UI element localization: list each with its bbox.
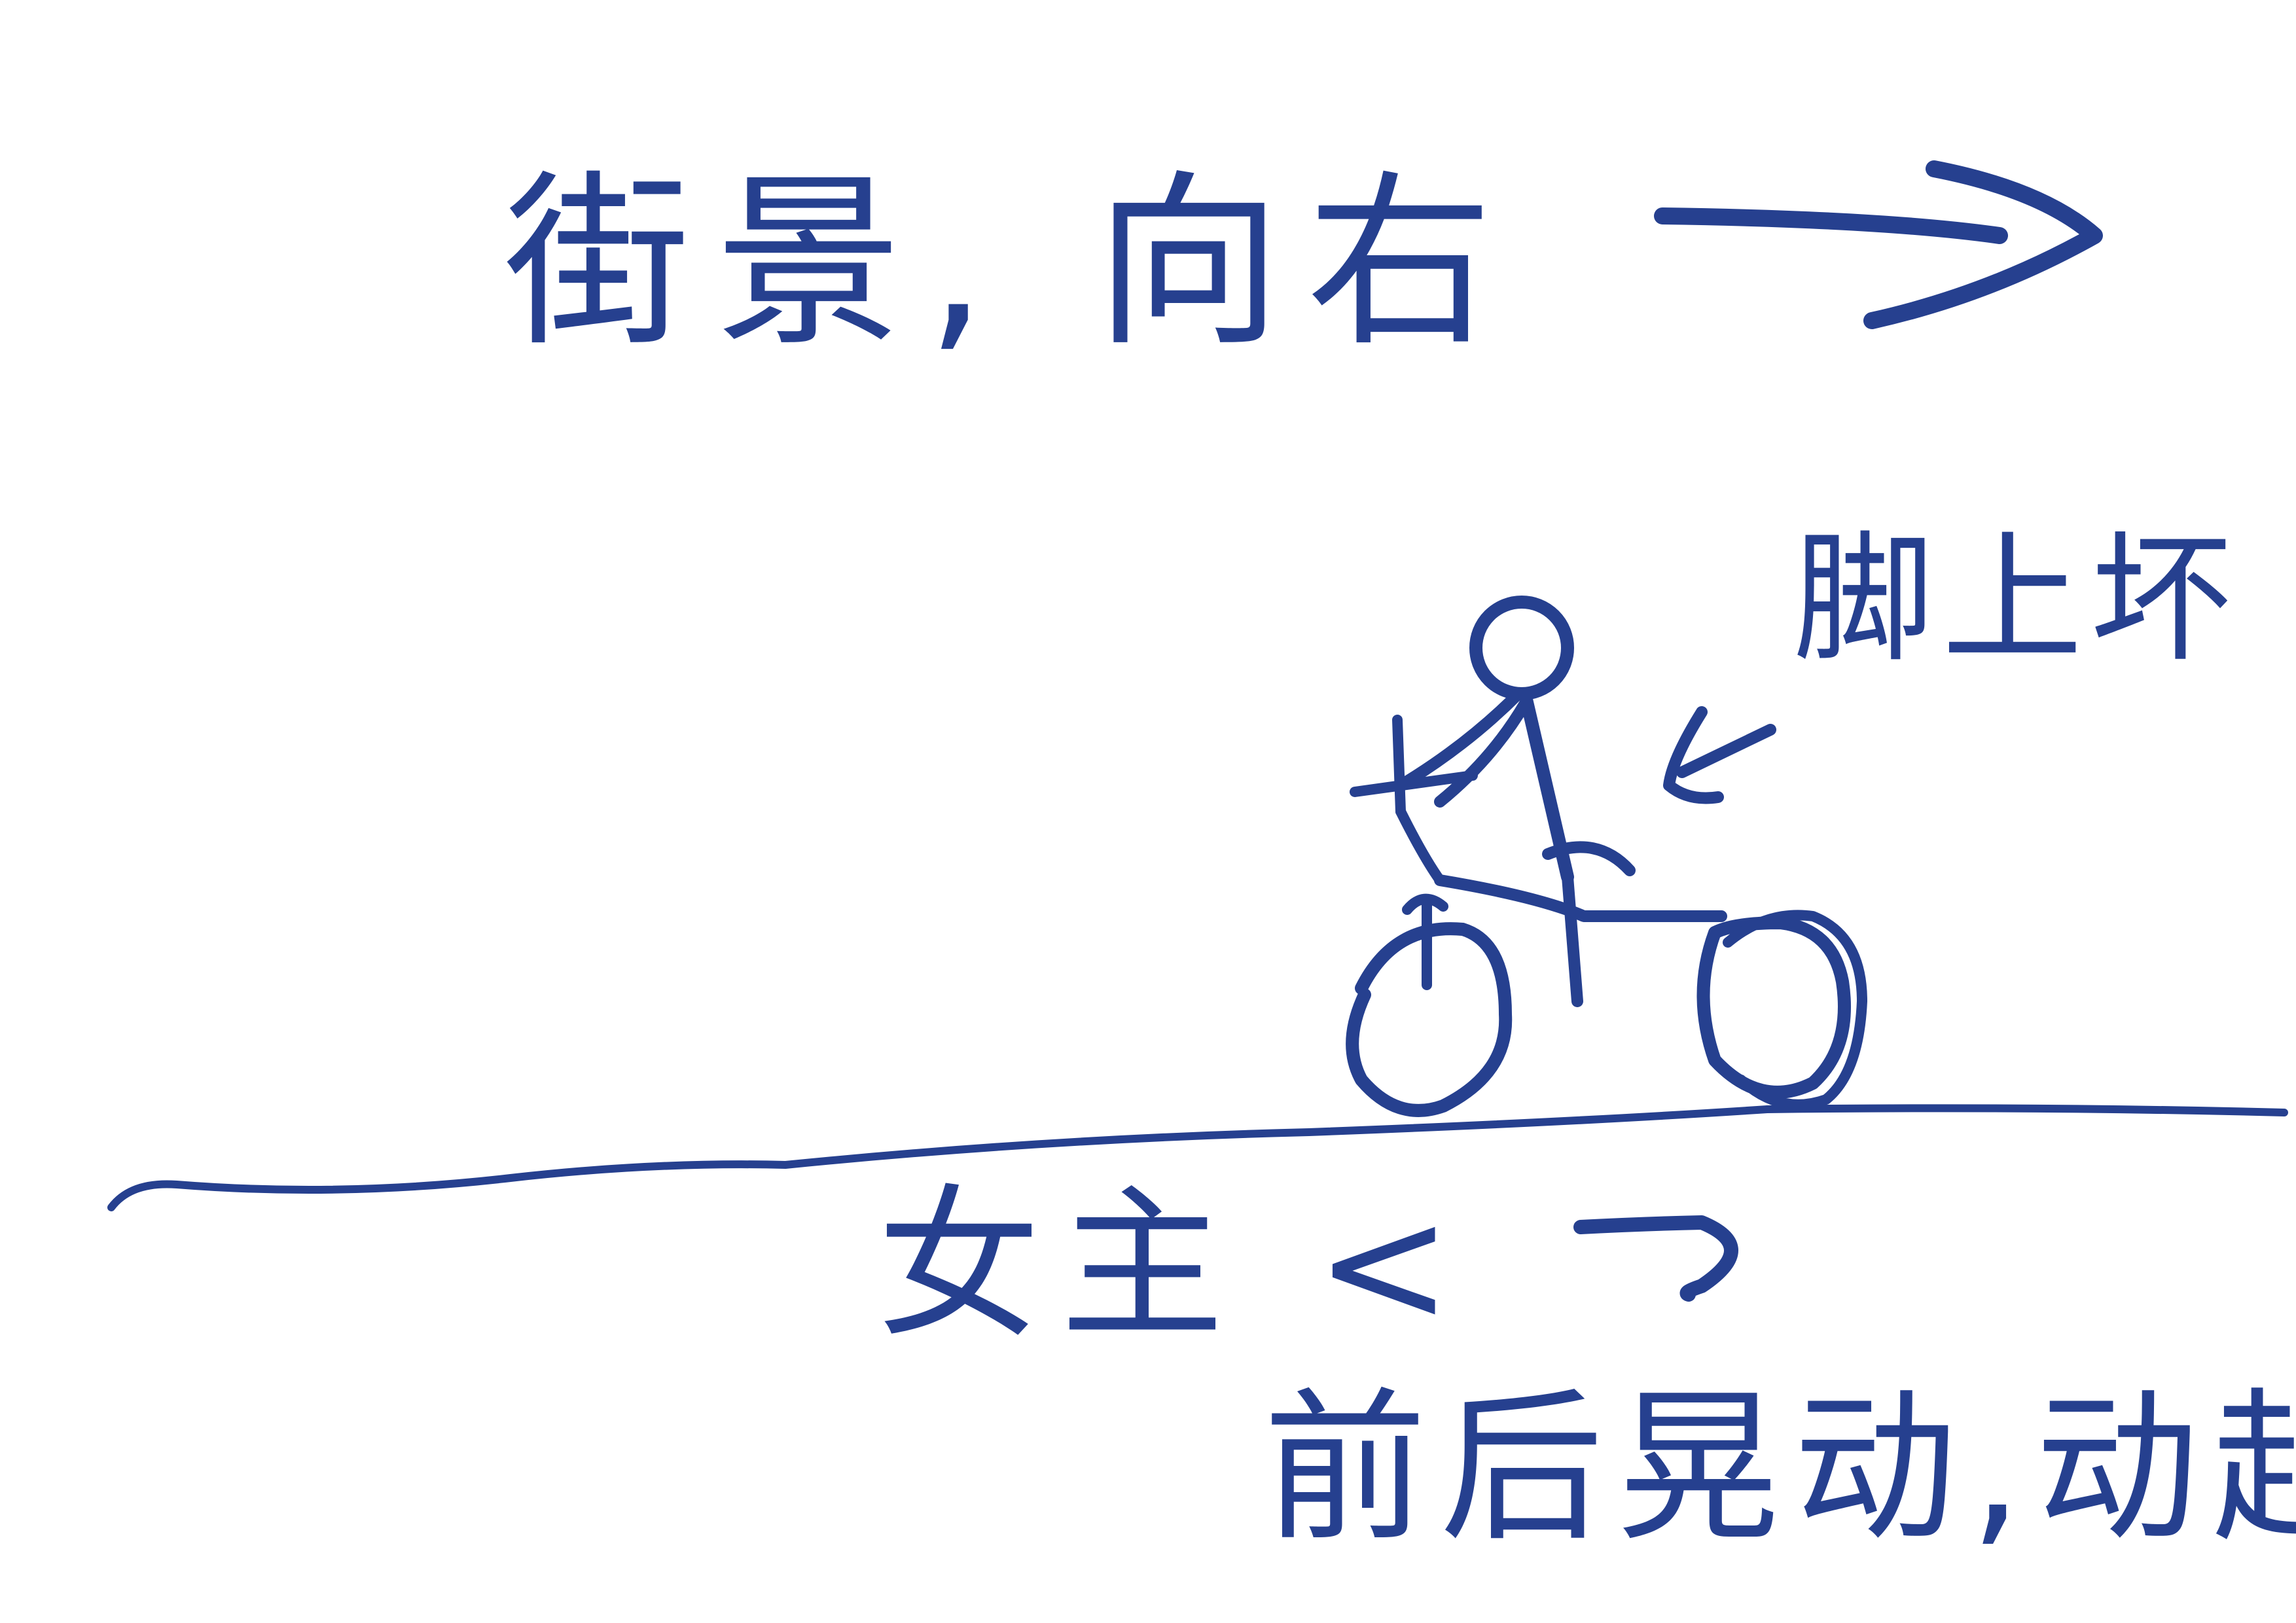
front-wheel bbox=[1346, 922, 1513, 1117]
arrow-right-icon bbox=[1654, 160, 2103, 329]
bottom-note-line-2: 前后晃动,动起来 bbox=[1263, 1373, 2296, 1563]
arrow-left-icon bbox=[1573, 1215, 1738, 1302]
rider-on-bicycle-icon bbox=[1346, 596, 1867, 1117]
rider-head bbox=[1469, 596, 1574, 700]
pointer-arrow-icon bbox=[1663, 706, 1776, 804]
rear-wheel bbox=[1696, 916, 1851, 1099]
top-note: 街景, 向右 bbox=[504, 154, 1518, 372]
bottom-note-line-1: 女主 < bbox=[877, 1170, 1472, 1361]
rider-note: 脚上坏 bbox=[1793, 517, 2239, 681]
ground-line bbox=[107, 1104, 2288, 1211]
